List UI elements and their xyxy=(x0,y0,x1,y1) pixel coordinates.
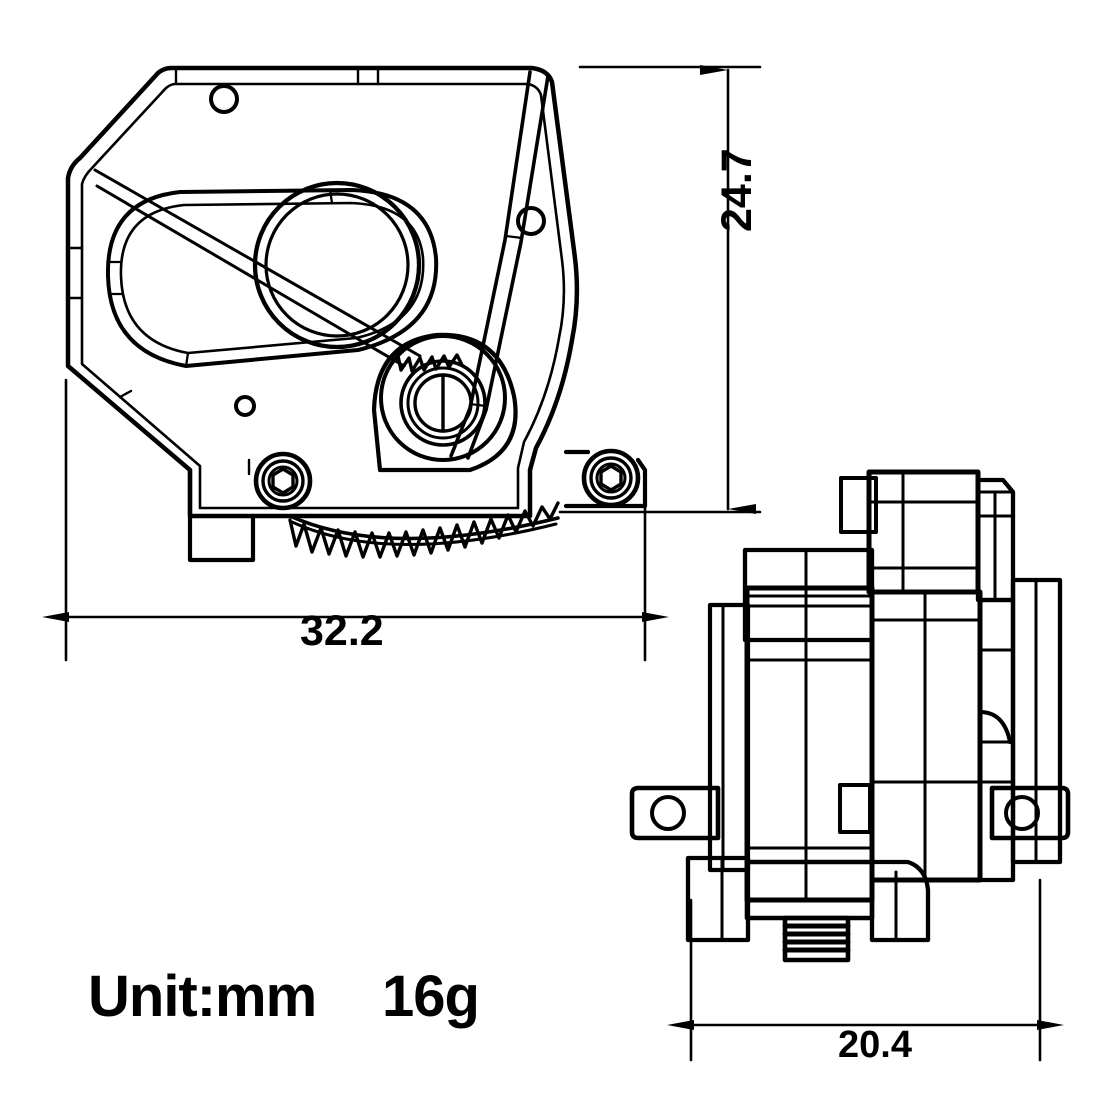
pinion-gear xyxy=(379,334,507,462)
pinion-bearing-outer xyxy=(399,359,487,447)
front-far-right-flange xyxy=(1010,577,1063,865)
front-right-outer-step-lines xyxy=(978,648,1015,784)
front-bottom-right-pedestal xyxy=(869,859,931,943)
front-top-left-tab xyxy=(839,476,878,534)
dimension-label-width: 32.2 xyxy=(300,607,384,655)
spline-shaft-body xyxy=(782,915,851,963)
front-bottom-base xyxy=(744,859,875,921)
front-right-outer-step xyxy=(977,597,1016,883)
left-hex-screw-boss xyxy=(253,451,313,511)
left-boss-ring-outer xyxy=(253,451,313,511)
left-tab-body xyxy=(629,785,721,841)
spur-gear-teeth xyxy=(288,501,560,559)
mid-mounting-hole xyxy=(234,395,256,417)
side-view-group xyxy=(65,65,648,563)
dimension-label-height: 24.7 xyxy=(713,148,761,232)
right-hex-screw-boss xyxy=(563,448,648,509)
front-central-body-lines xyxy=(745,586,874,902)
front-inner-notch xyxy=(838,783,872,834)
output-shaft-d-flat xyxy=(413,373,445,433)
spur-gear-arc-outer xyxy=(288,514,560,541)
spur-gear-arc-inner xyxy=(290,520,558,546)
pinion-bearing-mid xyxy=(406,366,480,440)
splined-output-shaft xyxy=(782,915,851,963)
left-hex-socket xyxy=(271,467,295,495)
left-tab-hole xyxy=(650,795,686,831)
output-shaft-d-profile xyxy=(441,373,473,433)
dimension-lines-group xyxy=(42,65,1064,1062)
lower-pad-block xyxy=(187,467,256,563)
front-view-group xyxy=(629,469,1071,963)
front-top-right-step xyxy=(975,477,1016,603)
housing-diagonal-rib-2 xyxy=(466,74,550,460)
gearbox-housing-outline xyxy=(65,65,580,519)
large-bore-circle-outer xyxy=(252,180,422,350)
front-mid-left-shelf-lines xyxy=(743,548,874,642)
right-boss-ring-mid xyxy=(589,456,633,500)
large-spur-gear xyxy=(288,501,560,559)
front-right-body-lines xyxy=(870,590,982,882)
left-boss-ring-inner xyxy=(267,465,299,497)
front-top-block xyxy=(866,469,981,595)
front-top-right-step-lines xyxy=(976,490,1015,602)
rib-mounting-hole xyxy=(516,206,546,236)
right-tab-hole xyxy=(1004,795,1040,831)
left-mounting-tab xyxy=(629,785,721,841)
front-right-fillet xyxy=(978,710,1012,744)
interior-strut-upper xyxy=(93,168,422,358)
weight-note: 16g xyxy=(382,964,480,1029)
dimension-label-depth: 20.4 xyxy=(838,1024,912,1066)
right-mounting-tab xyxy=(989,785,1071,841)
belt-oval-ticks xyxy=(106,188,334,368)
right-tab-body xyxy=(989,785,1071,841)
front-central-body xyxy=(744,585,875,903)
pinion-gear-body xyxy=(379,334,507,462)
unit-note: Unit:mm xyxy=(88,964,317,1029)
right-boss-ring-inner xyxy=(595,462,627,494)
interior-strut-lower xyxy=(95,184,406,368)
upper-mounting-hole xyxy=(209,84,239,114)
pinion-housing-bulge xyxy=(371,332,518,473)
left-boss-ring-mid xyxy=(261,459,305,503)
front-bottom-left-pedestal xyxy=(685,855,751,943)
front-top-block-lines xyxy=(867,470,980,594)
spline-bands xyxy=(782,923,851,953)
right-hex-socket xyxy=(599,464,623,492)
housing-inner-wall xyxy=(80,82,566,510)
belt-pulley-oval-outer xyxy=(105,188,439,368)
large-bore-circle-inner xyxy=(264,192,410,338)
housing-edge-ticks xyxy=(66,66,380,476)
